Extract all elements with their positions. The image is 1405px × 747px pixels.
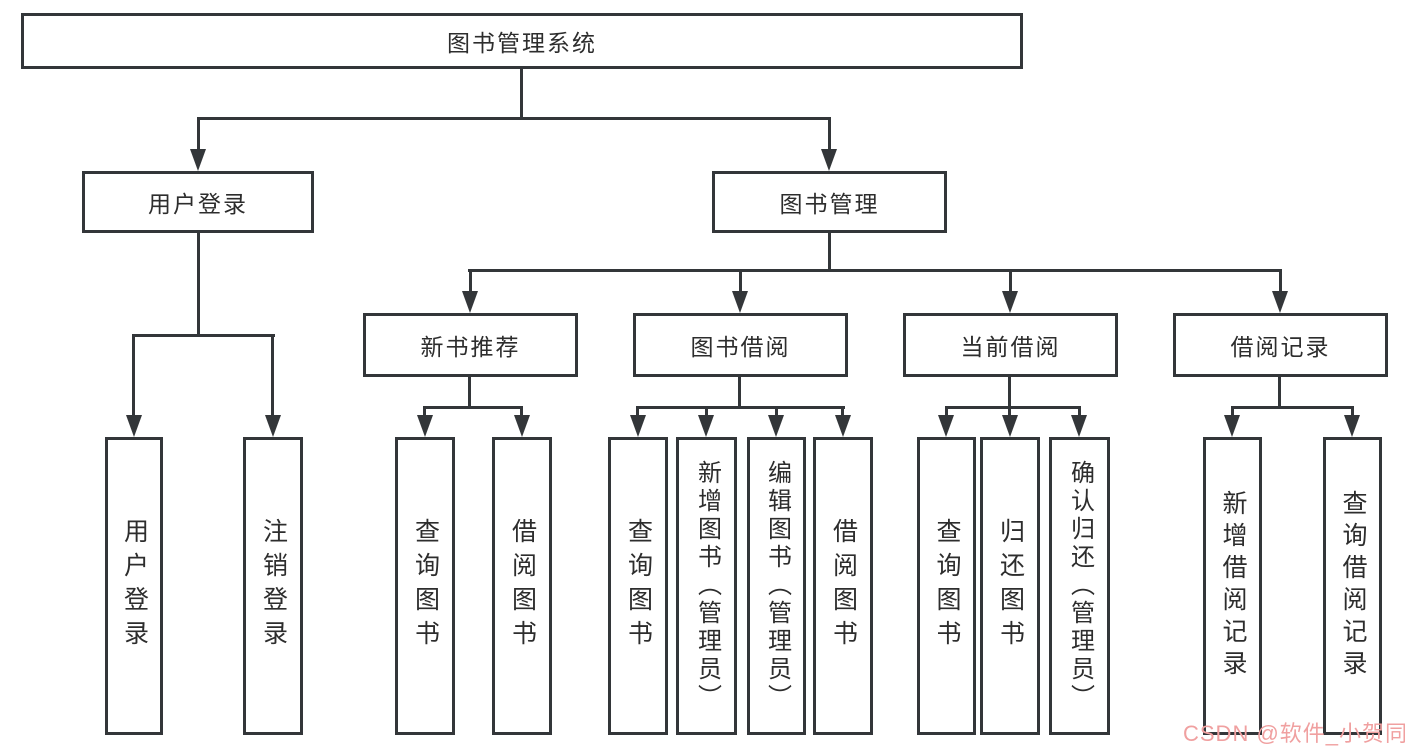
connector-line <box>132 334 135 418</box>
arrow-down-icon <box>265 415 281 437</box>
node-current-borrowing: 当前借阅 <box>903 313 1118 377</box>
leaf-label: 新增图书（管理员） <box>693 460 721 712</box>
leaf-label: 查询借阅记录 <box>1339 490 1367 682</box>
leaf-query-books-recommend: 查询图书 <box>395 437 455 735</box>
connector-line <box>1231 406 1234 418</box>
leaf-borrow-books-recommend: 借阅图书 <box>492 437 552 735</box>
connector-line <box>423 406 426 418</box>
connector-line <box>468 269 1282 272</box>
arrow-down-icon <box>1071 415 1087 437</box>
leaf-label: 借阅图书 <box>829 518 858 654</box>
arrow-down-icon <box>821 149 837 171</box>
connector-line <box>1278 377 1281 409</box>
connector-line <box>469 269 472 295</box>
leaf-edit-books-admin: 编辑图书（管理员） <box>747 437 806 735</box>
leaf-label: 借阅图书 <box>508 518 537 654</box>
arrow-down-icon <box>732 291 748 313</box>
arrow-down-icon <box>1344 415 1360 437</box>
connector-line <box>738 377 741 409</box>
connector-line <box>132 334 275 337</box>
leaf-confirm-return-admin: 确认归还（管理员） <box>1049 437 1110 735</box>
node-book-management: 图书管理 <box>712 171 947 233</box>
connector-line <box>828 233 831 271</box>
arrow-down-icon <box>835 415 851 437</box>
connector-line <box>468 377 471 409</box>
leaf-logout: 注销登录 <box>243 437 303 735</box>
node-label: 用户登录 <box>148 191 248 217</box>
leaf-query-books-current: 查询图书 <box>917 437 976 735</box>
connector-line <box>636 406 845 409</box>
connector-line <box>520 69 523 119</box>
leaf-label: 查询图书 <box>624 518 653 654</box>
arrow-down-icon <box>1272 291 1288 313</box>
leaf-label: 查询图书 <box>411 518 440 654</box>
arrow-down-icon <box>126 415 142 437</box>
arrow-down-icon <box>630 415 646 437</box>
connector-line <box>423 406 523 409</box>
leaf-label: 查询图书 <box>933 518 961 654</box>
connector-line <box>1078 406 1081 418</box>
node-library-system: 图书管理系统 <box>21 13 1023 69</box>
connector-line <box>945 406 948 418</box>
arrow-down-icon <box>938 415 954 437</box>
leaf-label: 编辑图书（管理员） <box>763 460 791 712</box>
connector-line <box>828 117 831 153</box>
leaf-label: 注销登录 <box>259 518 288 654</box>
arrow-down-icon <box>1002 291 1018 313</box>
leaf-query-books-borrowing: 查询图书 <box>608 437 668 735</box>
node-book-borrowing: 图书借阅 <box>633 313 848 377</box>
connector-line <box>197 117 831 120</box>
node-borrowing-records: 借阅记录 <box>1173 313 1388 377</box>
node-label: 图书管理 <box>779 191 880 217</box>
watermark: CSDN @软件_小贺同学 <box>1183 721 1405 746</box>
node-label: 图书管理系统 <box>447 30 597 56</box>
leaf-borrow-books-borrowing: 借阅图书 <box>813 437 873 735</box>
leaf-label: 确认归还（管理员） <box>1066 460 1094 712</box>
node-label: 借阅记录 <box>1230 334 1331 360</box>
connector-line <box>1351 406 1354 418</box>
connector-line <box>197 117 200 153</box>
arrow-down-icon <box>514 415 530 437</box>
leaf-user-login: 用户登录 <box>105 437 163 735</box>
connector-line <box>1009 269 1012 295</box>
arrow-down-icon <box>417 415 433 437</box>
leaf-query-borrow-record: 查询借阅记录 <box>1323 437 1382 735</box>
leaf-label: 归还图书 <box>996 518 1025 654</box>
arrow-down-icon <box>462 291 478 313</box>
leaf-add-books-admin: 新增图书（管理员） <box>676 437 737 735</box>
node-label: 图书借阅 <box>690 334 791 360</box>
connector-line <box>1279 269 1282 295</box>
connector-line <box>775 406 778 418</box>
connector-line <box>945 406 1081 409</box>
connector-line <box>520 406 523 418</box>
connector-line <box>271 334 274 418</box>
connector-line <box>636 406 639 418</box>
leaf-return-books: 归还图书 <box>980 437 1040 735</box>
connector-line <box>197 233 200 337</box>
node-new-book-recommendation: 新书推荐 <box>363 313 578 377</box>
node-label: 当前借阅 <box>960 334 1061 360</box>
arrow-down-icon <box>190 149 206 171</box>
connector-line <box>841 406 844 418</box>
leaf-label: 新增借阅记录 <box>1219 490 1247 682</box>
arrow-down-icon <box>1002 415 1018 437</box>
leaf-label: 用户登录 <box>120 518 149 654</box>
leaf-add-borrow-record: 新增借阅记录 <box>1203 437 1262 735</box>
connector-line <box>739 269 742 295</box>
node-label: 新书推荐 <box>420 334 521 360</box>
node-user-login: 用户登录 <box>82 171 314 233</box>
connector-line <box>705 406 708 418</box>
arrow-down-icon <box>1224 415 1240 437</box>
connector-line <box>1008 377 1011 409</box>
connector-line <box>1008 406 1011 418</box>
arrow-down-icon <box>698 415 714 437</box>
arrow-down-icon <box>768 415 784 437</box>
connector-line <box>1231 406 1354 409</box>
